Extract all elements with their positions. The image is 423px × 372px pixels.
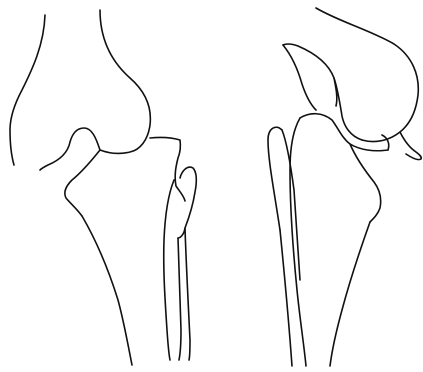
- side-fibula-head: [268, 127, 282, 230]
- front-tibia-lateral-shaft: [164, 180, 174, 360]
- front-fibula-shaft: [185, 228, 190, 360]
- side-tibia-tuberosity: [350, 144, 381, 222]
- front-view: [10, 10, 196, 365]
- side-fibula: [268, 127, 300, 366]
- front-fibula: [178, 167, 196, 360]
- side-tibia-plateau-line: [382, 135, 389, 150]
- side-patella-outline: [400, 132, 421, 160]
- side-femur-back-outline: [283, 45, 316, 110]
- front-femur-right-outline: [100, 10, 150, 153]
- side-femur-front-outline: [316, 8, 418, 142]
- front-fibula-inner-shaft: [178, 238, 181, 360]
- front-femur-medial-condyle: [40, 128, 100, 170]
- side-femur-contour-line: [334, 78, 337, 106]
- side-fibula-shaft: [280, 230, 292, 366]
- side-tibia: [290, 114, 389, 366]
- side-femur: [283, 8, 418, 142]
- front-tibia-plateau: [65, 150, 100, 216]
- side-tibia-anterior-shaft: [330, 222, 370, 366]
- front-femur: [10, 10, 150, 170]
- side-tibia-head: [300, 114, 388, 151]
- front-femur-left-outline: [10, 15, 45, 165]
- side-view: [268, 8, 421, 366]
- front-tibia: [65, 137, 185, 365]
- front-tibia-medial-shaft: [82, 216, 132, 365]
- side-patella: [400, 132, 421, 160]
- side-femur-condyle: [283, 44, 362, 140]
- front-tibia-head: [150, 137, 185, 201]
- front-fibula-head: [178, 167, 196, 238]
